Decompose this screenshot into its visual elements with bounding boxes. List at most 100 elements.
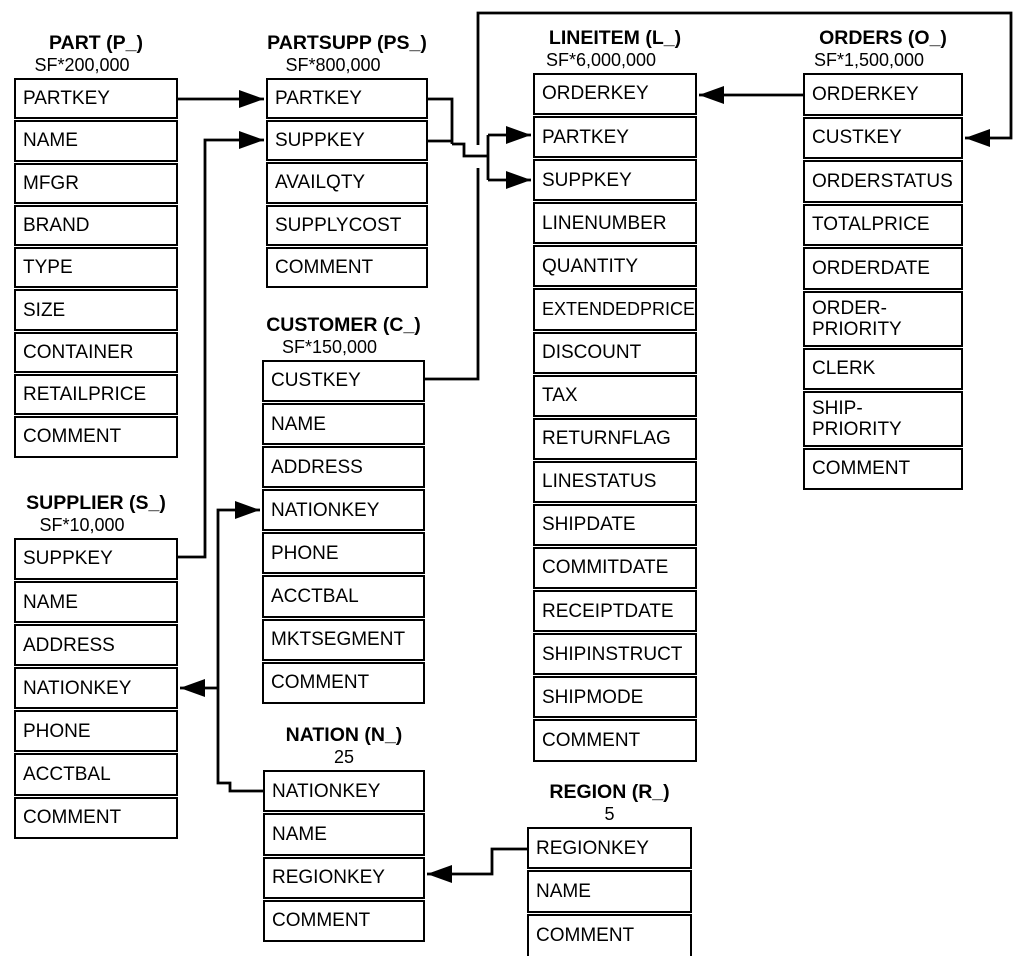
edge-customer-custkey-to-orders-custkey (476, 11, 1013, 147)
field-part-brand: BRAND (14, 204, 178, 247)
field-supplier-acctbal: ACCTBAL (14, 753, 178, 796)
field-partsupp-partkey: PARTKEY (266, 78, 428, 120)
field-orders-comment: COMMENT (803, 447, 963, 491)
table-title-partsupp: PARTSUPP (PS_) (267, 32, 427, 54)
field-lineitem-commitdate: COMMITDATE (533, 547, 697, 590)
field-orders-clerk: CLERK (803, 347, 963, 391)
field-supplier-phone: PHONE (14, 710, 178, 753)
field-orders-custkey: CUSTKEY (803, 116, 963, 160)
table-title-orders: ORDERS (O_) (819, 27, 947, 49)
field-customer-address: ADDRESS (262, 446, 425, 489)
field-region-name: NAME (527, 870, 692, 913)
field-orders-orderkey: ORDERKEY (803, 73, 963, 116)
edge-supplier-suppkey-to-partsupp-suppkey (178, 131, 264, 559)
field-partsupp-comment: COMMENT (266, 246, 428, 288)
table-cardinality-nation: 25 (333, 747, 355, 767)
field-partsupp-availqty: AVAILQTY (266, 162, 428, 204)
field-part-size: SIZE (14, 289, 178, 331)
field-partsupp-suppkey: SUPPKEY (266, 120, 428, 162)
table-cardinality-region: 5 (604, 804, 615, 824)
field-customer-name: NAME (262, 403, 425, 446)
field-orders-orderdate: ORDERDATE (803, 247, 963, 290)
field-lineitem-linestatus: LINESTATUS (533, 460, 697, 503)
field-customer-phone: PHONE (262, 532, 425, 575)
edge-partsupp-trunk (452, 142, 488, 158)
field-orders-totalprice: TOTALPRICE (803, 203, 963, 247)
field-part-mfgr: MFGR (14, 162, 178, 204)
field-part-name: NAME (14, 120, 178, 162)
edge-customer-custkey-riser (425, 168, 480, 381)
field-orders-order-priority: ORDER- PRIORITY (803, 290, 963, 347)
field-supplier-nationkey: NATIONKEY (14, 667, 178, 710)
table-title-part: PART (P_) (49, 32, 143, 54)
field-part-partkey: PARTKEY (14, 78, 178, 120)
field-region-comment: COMMENT (527, 913, 692, 956)
table-header-supplier: SUPPLIER (S_)SF*10,000 (0, 490, 198, 536)
field-customer-nationkey: NATIONKEY (262, 489, 425, 532)
field-part-type: TYPE (14, 247, 178, 289)
field-nation-regionkey: REGIONKEY (263, 856, 425, 899)
table-cardinality-lineitem: SF*6,000,000 (545, 50, 657, 70)
field-lineitem-quantity: QUANTITY (533, 245, 697, 288)
table-header-orders: ORDERS (O_)SF*1,500,000 (783, 25, 983, 71)
table-cardinality-part: SF*200,000 (34, 55, 130, 75)
field-region-regionkey: REGIONKEY (527, 827, 692, 870)
table-title-supplier: SUPPLIER (S_) (26, 492, 166, 514)
field-lineitem-receiptdate: RECEIPTDATE (533, 590, 697, 633)
table-header-customer: CUSTOMER (C_)SF*150,000 (242, 312, 445, 358)
field-nation-nationkey: NATIONKEY (263, 770, 425, 813)
field-supplier-suppkey: SUPPKEY (14, 538, 178, 581)
field-customer-comment: COMMENT (262, 661, 425, 704)
field-nation-comment: COMMENT (263, 899, 425, 943)
table-header-region: REGION (R_)5 (507, 779, 712, 825)
field-lineitem-shipmode: SHIPMODE (533, 676, 697, 719)
field-lineitem-tax: TAX (533, 374, 697, 417)
field-lineitem-extendedprice: EXTENDEDPRICE (533, 288, 697, 331)
field-customer-mktsegment: MKTSEGMENT (262, 618, 425, 661)
table-header-lineitem: LINEITEM (L_)SF*6,000,000 (513, 25, 717, 71)
field-orders-ship-priority: SHIP- PRIORITY (803, 391, 963, 447)
table-header-partsupp: PARTSUPP (PS_)SF*800,000 (246, 30, 448, 76)
field-lineitem-shipinstruct: SHIPINSTRUCT (533, 633, 697, 676)
field-customer-acctbal: ACCTBAL (262, 575, 425, 618)
field-part-comment: COMMENT (14, 416, 178, 458)
table-title-nation: NATION (N_) (285, 724, 403, 746)
field-lineitem-returnflag: RETURNFLAG (533, 417, 697, 460)
field-supplier-address: ADDRESS (14, 624, 178, 667)
field-nation-name: NAME (263, 813, 425, 856)
table-title-customer: CUSTOMER (C_) (266, 314, 421, 336)
field-lineitem-orderkey: ORDERKEY (533, 73, 697, 116)
field-customer-custkey: CUSTKEY (262, 360, 425, 403)
edge-region-regionkey-to-nation-regionkey (427, 847, 527, 883)
table-cardinality-supplier: SF*10,000 (39, 515, 125, 535)
table-cardinality-orders: SF*1,500,000 (813, 50, 925, 70)
field-lineitem-suppkey: SUPPKEY (533, 159, 697, 202)
field-supplier-comment: COMMENT (14, 796, 178, 839)
field-partsupp-supplycost: SUPPLYCOST (266, 204, 428, 246)
table-cardinality-partsupp: SF*800,000 (285, 55, 381, 75)
table-header-part: PART (P_)SF*200,000 (0, 30, 198, 76)
field-part-container: CONTAINER (14, 331, 178, 374)
field-supplier-name: NAME (14, 581, 178, 624)
field-lineitem-linenumber: LINENUMBER (533, 202, 697, 245)
field-lineitem-partkey: PARTKEY (533, 116, 697, 159)
field-orders-orderstatus: ORDERSTATUS (803, 160, 963, 203)
field-part-retailprice: RETAILPRICE (14, 374, 178, 416)
table-cardinality-customer: SF*150,000 (281, 337, 378, 357)
field-lineitem-discount: DISCOUNT (533, 331, 697, 374)
edge-nation-nationkey-to-customer-nationkey (216, 501, 263, 793)
table-header-nation: NATION (N_)25 (243, 722, 445, 768)
field-lineitem-comment: COMMENT (533, 719, 697, 762)
table-title-region: REGION (R_) (549, 781, 670, 803)
edge-partsupp-partkey-stub (428, 97, 454, 144)
